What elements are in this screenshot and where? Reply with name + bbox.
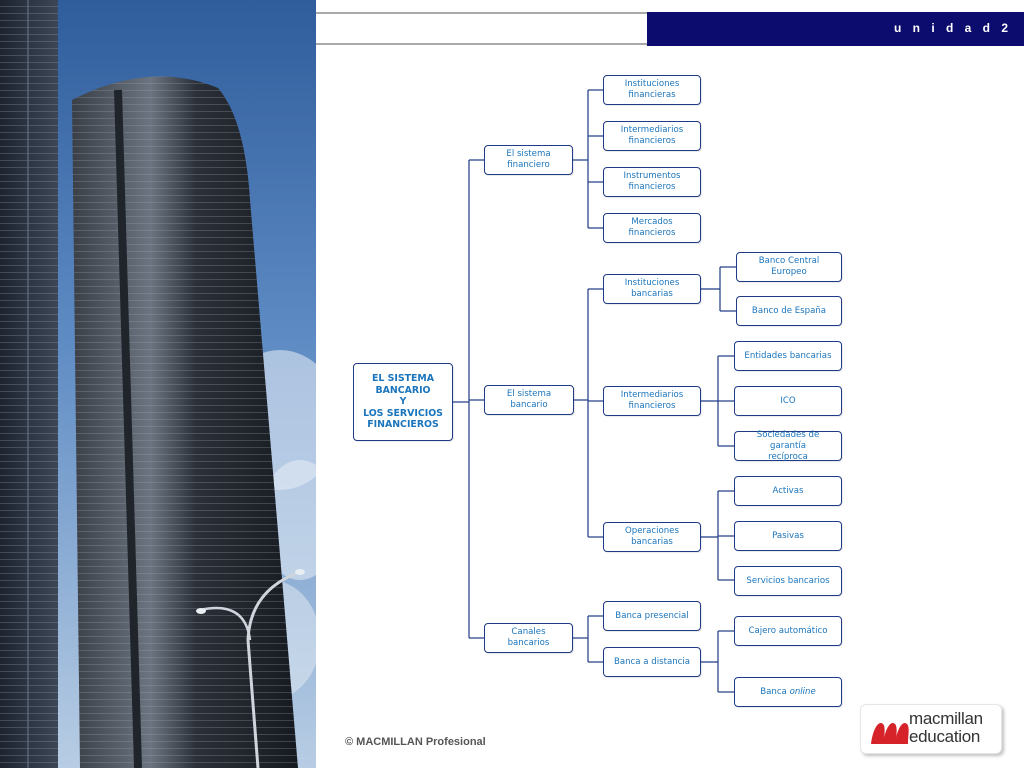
node-canales-bancarios: Canales bancarios bbox=[484, 623, 573, 653]
node-sociedades-garantia: Sociedades de garantía recíproca bbox=[734, 430, 842, 462]
node-banco-de-espana: Banco de España bbox=[736, 296, 842, 326]
node-operaciones-bancarias: Operaciones bancarias bbox=[603, 522, 701, 552]
copyright-notice: © MACMILLAN Profesional bbox=[345, 736, 486, 748]
node-intermediarios-financieros: Intermediarios financieros bbox=[603, 121, 701, 151]
node-activas: Activas bbox=[734, 476, 842, 506]
macmillan-logo-mark bbox=[871, 722, 909, 744]
logo-line-2: education bbox=[909, 727, 981, 746]
banca-online-prefix: Banca bbox=[760, 686, 790, 697]
banca-online-word: online bbox=[789, 686, 816, 697]
node-instituciones-financieras: Instituciones financieras bbox=[603, 75, 701, 105]
node-mercados-financieros: Mercados financieros bbox=[603, 213, 701, 243]
macmillan-logo-text: macmillan education bbox=[909, 710, 983, 746]
header-bar: u n i d a d 2 bbox=[647, 12, 1024, 46]
node-ico: ICO bbox=[734, 386, 842, 416]
node-banco-central-europeo: Banco Central Europeo bbox=[736, 252, 842, 282]
node-sistema-financiero: El sistema financiero bbox=[484, 145, 573, 175]
unit-label: u n i d a d 2 bbox=[893, 21, 1012, 35]
node-banca-online: Banca online bbox=[734, 677, 842, 707]
node-instrumentos-financieros: Instrumentos financieros bbox=[603, 167, 701, 197]
node-banca-presencial: Banca presencial bbox=[603, 601, 701, 631]
node-cajero-automatico: Cajero automático bbox=[734, 616, 842, 646]
header-rule bbox=[316, 12, 647, 45]
node-servicios-bancarios: Servicios bancarios bbox=[734, 566, 842, 596]
node-instituciones-bancarias: Instituciones bancarias bbox=[603, 274, 701, 304]
macmillan-logo: macmillan education bbox=[860, 704, 1002, 754]
node-sistema-bancario: El sistema bancario bbox=[484, 385, 574, 415]
node-banca-a-distancia: Banca a distancia bbox=[603, 647, 701, 677]
tower-photo bbox=[0, 0, 316, 768]
node-entidades-bancarias: Entidades bancarias bbox=[734, 341, 842, 371]
logo-line-1: macmillan bbox=[909, 709, 983, 728]
node-pasivas: Pasivas bbox=[734, 521, 842, 551]
node-intermediarios-bancarios: Intermediarios financieros bbox=[603, 386, 701, 416]
node-root: EL SISTEMA BANCARIO Y LOS SERVICIOS FINA… bbox=[353, 363, 453, 441]
